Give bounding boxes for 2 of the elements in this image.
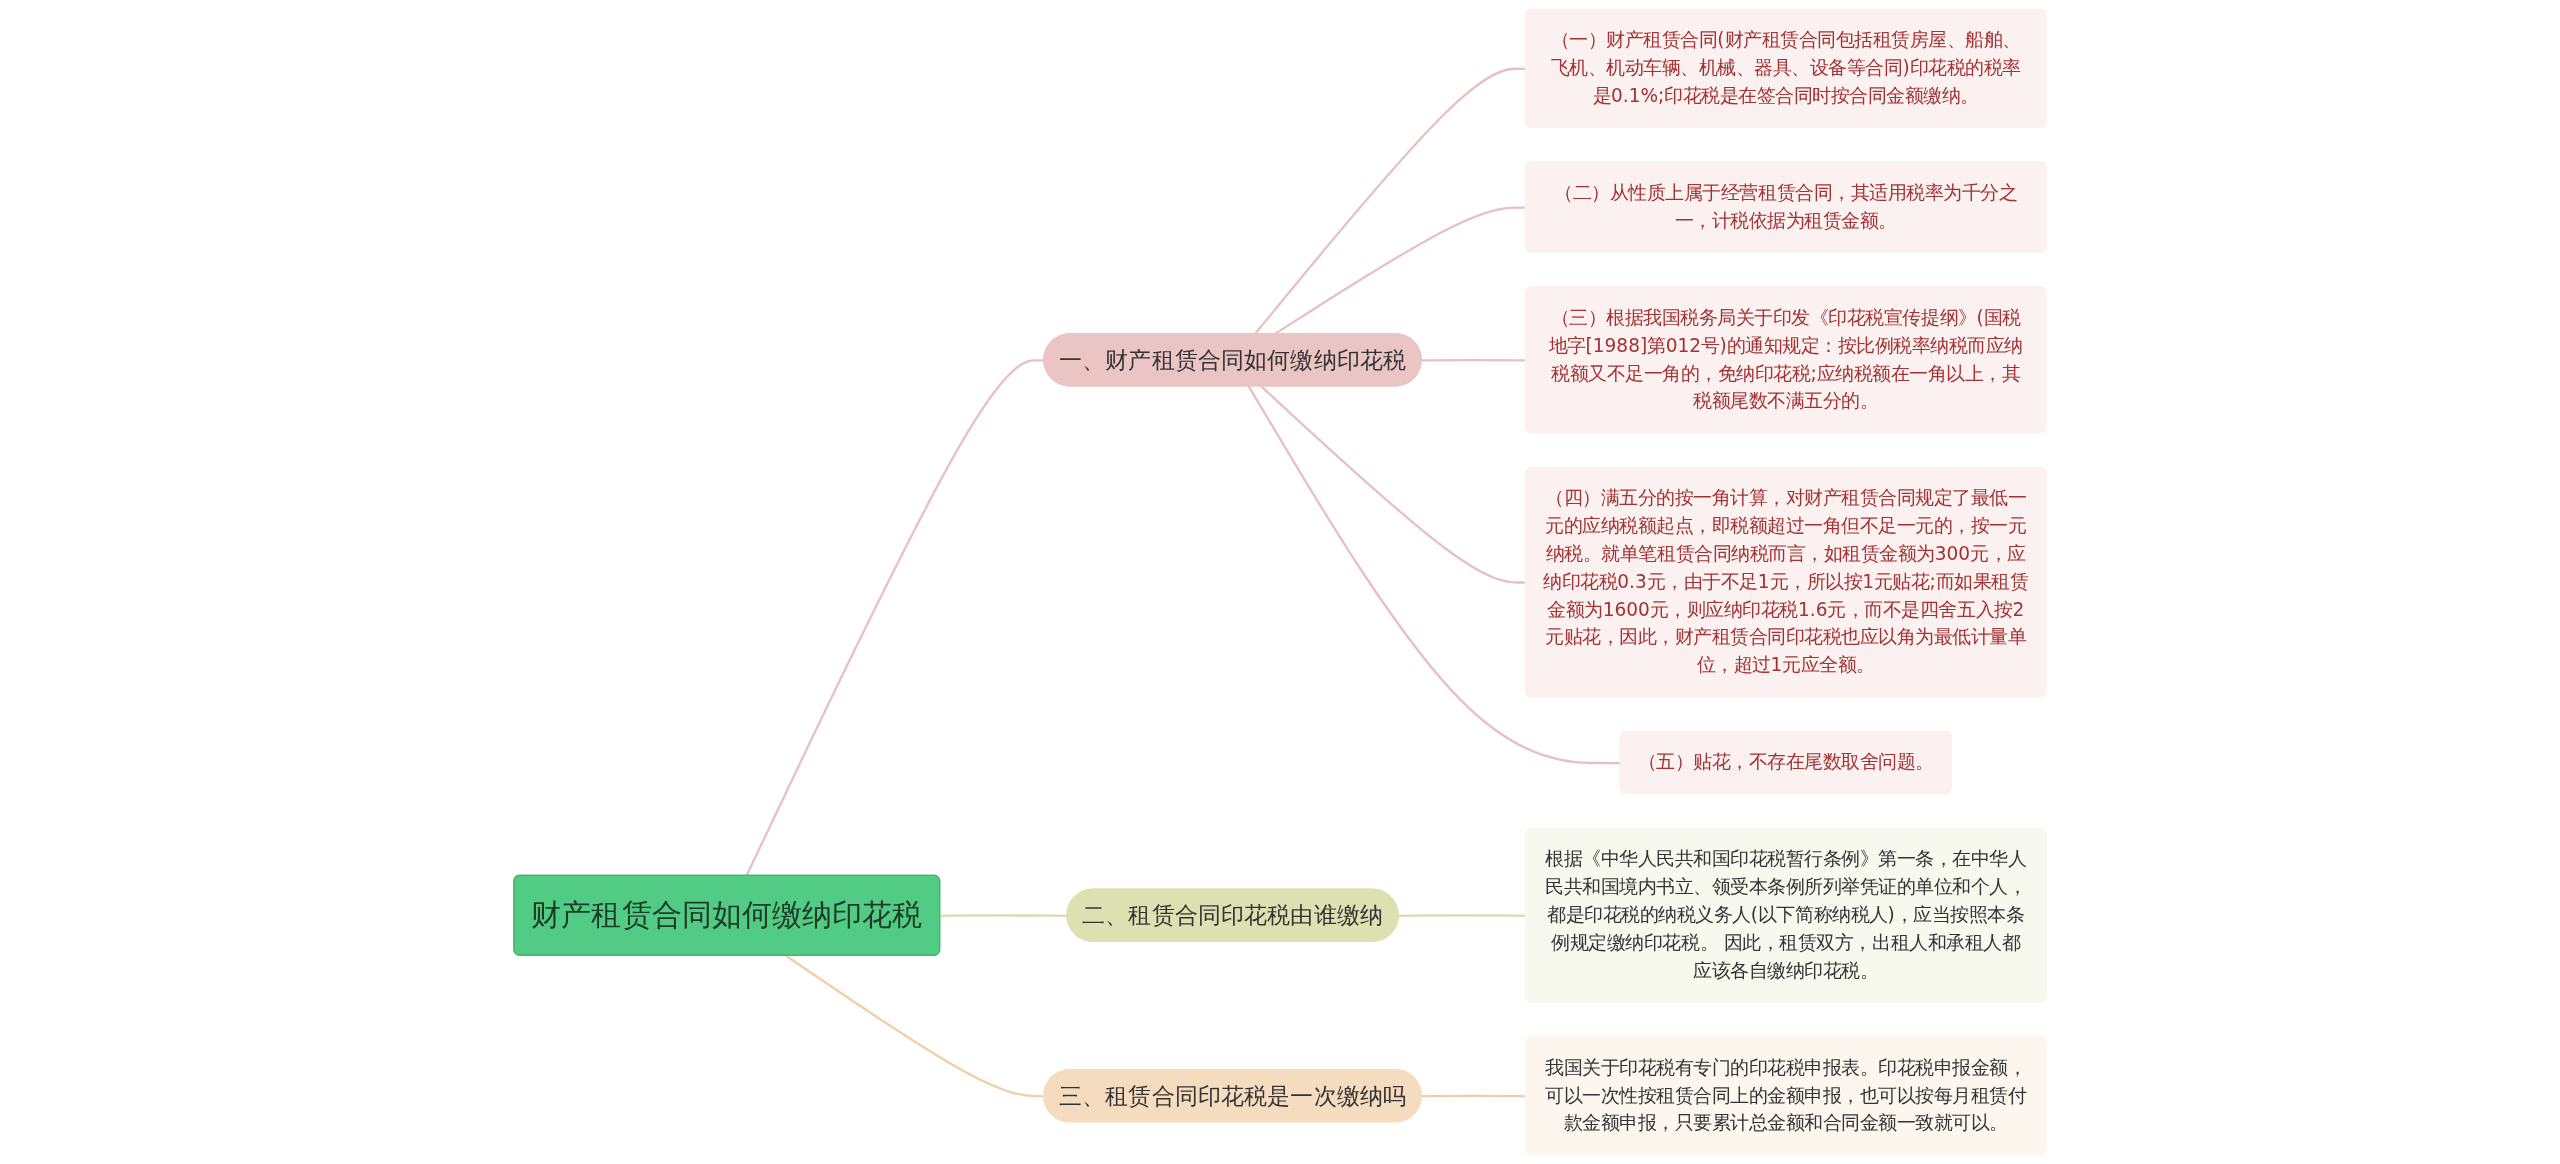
connector xyxy=(940,914,1068,917)
connector xyxy=(1247,385,1621,765)
